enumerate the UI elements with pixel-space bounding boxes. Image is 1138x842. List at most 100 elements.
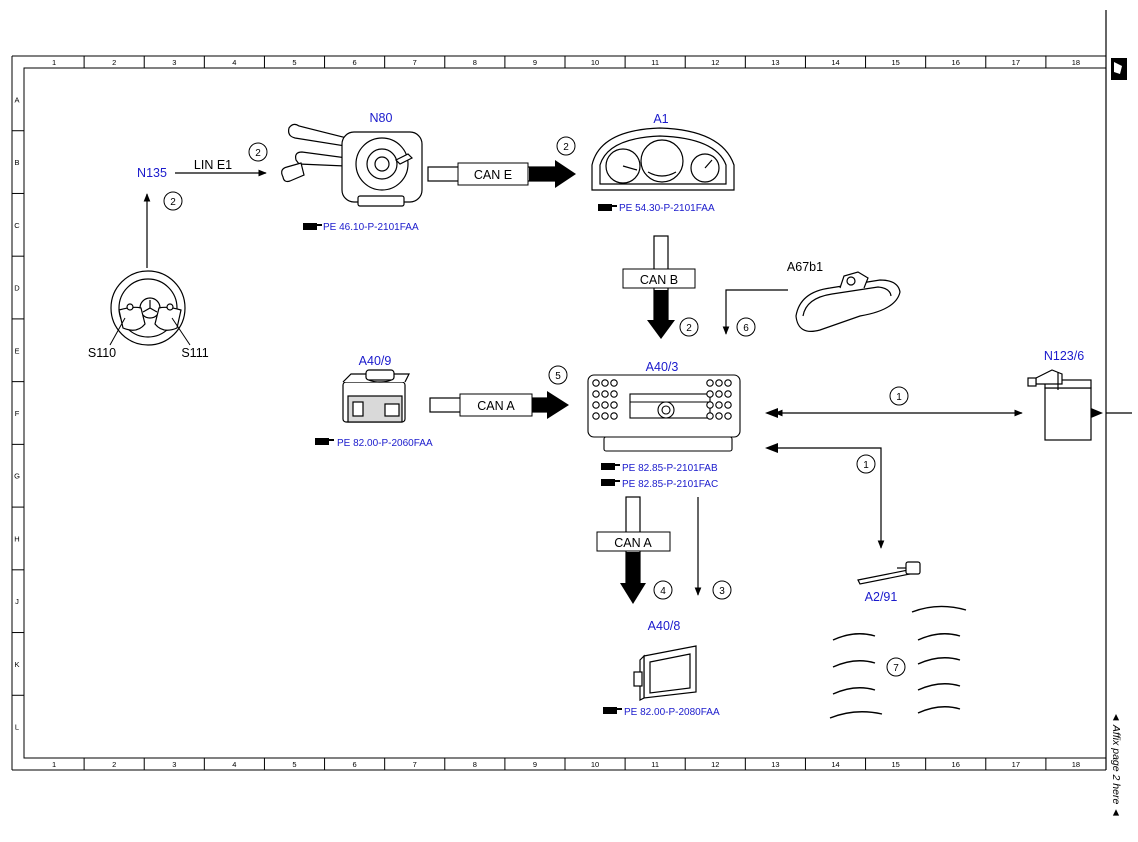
column-number: 8 [473,58,477,67]
circled-number: 3 [712,580,732,600]
row-letter: L [15,723,19,732]
reference-n80-text: PE 46.10-P-2101FAA [323,222,419,233]
label-s110: S110 [88,346,116,360]
svg-text:2: 2 [170,197,176,208]
column-number: 13 [771,760,779,769]
circled-number: 1 [856,454,876,474]
reference-a40-3-b[interactable]: PE 82.85-P-2101FAC [601,479,718,490]
reference-n80[interactable]: PE 46.10-P-2101FAA [303,222,419,233]
svg-text:7: 7 [893,663,899,674]
row-letter: C [14,221,20,230]
reference-a40-3-b-text: PE 82.85-P-2101FAC [622,479,718,490]
svg-text:1: 1 [863,460,869,471]
can-a-bus-1: CAN A [429,391,569,419]
svg-text:3: 3 [719,586,725,597]
column-number: 9 [533,58,537,67]
reference-a40-3-a[interactable]: PE 82.85-P-2101FAB [601,463,718,474]
label-a40-8: A40/8 [648,619,681,633]
radio-wave-symbol [829,605,967,719]
column-number: 5 [292,58,296,67]
svg-text:2: 2 [686,323,692,334]
reference-a40-3-a-text: PE 82.85-P-2101FAB [622,463,718,474]
head-unit-button [610,412,618,420]
head-unit-button [592,379,600,387]
steering-column-module-icon [281,123,423,207]
head-unit-button [601,412,609,420]
column-number: 3 [172,760,176,769]
circled-number: 2 [248,142,268,162]
column-number: 4 [232,760,236,769]
column-number: 11 [651,58,659,67]
can-e-bus: CAN E [427,160,576,188]
instrument-cluster-icon [591,127,735,191]
column-number: 15 [891,760,899,769]
column-number: 18 [1072,58,1080,67]
head-unit-button [592,390,600,398]
reference-a1[interactable]: PE 54.30-P-2101FAA [598,203,715,214]
column-number: 17 [1012,58,1020,67]
lin-e1-label: LIN E1 [194,158,232,172]
row-letter: B [14,158,19,167]
head-unit-button [724,412,732,420]
page-corner-icon [1111,58,1127,80]
head-unit-button [592,412,600,420]
circled-number: 5 [548,365,568,385]
references: PE 46.10-P-2101FAA PE 54.30-P-2101FAA PE… [303,203,720,718]
pointer-hand-icon [315,438,334,445]
pointer-hand-icon [603,707,622,714]
head-unit-button [715,401,723,409]
column-number: 2 [112,760,116,769]
drawing-frame [11,10,1107,771]
head-unit-button [724,390,732,398]
pointer-hand-icon [601,479,620,486]
row-letter: F [15,409,20,418]
head-unit-button [601,390,609,398]
column-number: 4 [232,58,236,67]
circled-number: 2 [679,317,699,337]
column-number: 8 [473,760,477,769]
circled-number: 2 [163,191,183,211]
head-unit-button [724,379,732,387]
head-unit-button [715,379,723,387]
column-number: 7 [413,760,417,769]
label-s111: S111 [181,346,208,360]
circled-number: 6 [736,317,756,337]
head-unit-button [706,379,714,387]
svg-text:2: 2 [255,148,261,159]
head-unit-button [610,390,618,398]
circled-number: 4 [653,580,673,600]
svg-text:2: 2 [563,142,569,153]
head-unit-button [610,401,618,409]
reference-a40-9[interactable]: PE 82.00-P-2060FAA [315,438,433,449]
column-number: 14 [831,58,839,67]
antenna-icon [857,561,921,585]
reference-a40-8[interactable]: PE 82.00-P-2080FAA [603,707,720,718]
column-number: 3 [172,58,176,67]
reference-a1-text: PE 54.30-P-2101FAA [619,203,715,214]
column-number: 14 [831,760,839,769]
head-unit-button [715,390,723,398]
controller-unit-icon [342,369,410,423]
row-letter: D [14,284,20,293]
display-unit-icon [633,645,697,701]
column-number: 15 [891,58,899,67]
component-labels: N135 N80 A1 A67b1 S110 S111 A40/9 A40/3 … [88,111,1084,633]
svg-text:6: 6 [743,323,749,334]
column-number: 16 [952,760,960,769]
label-a2-91: A2/91 [865,590,898,604]
pointer-hand-icon [598,204,617,211]
rear-view-mirror-icon [795,271,901,332]
telematics-module-icon [1027,369,1092,441]
column-number: 1 [52,760,56,769]
head-unit-icon [587,374,741,452]
reference-a40-8-text: PE 82.00-P-2080FAA [624,707,720,718]
head-unit-button [610,379,618,387]
head-unit-button [706,390,714,398]
label-n135: N135 [137,166,167,180]
column-number: 18 [1072,760,1080,769]
column-number: 9 [533,760,537,769]
connections [143,169,1132,596]
